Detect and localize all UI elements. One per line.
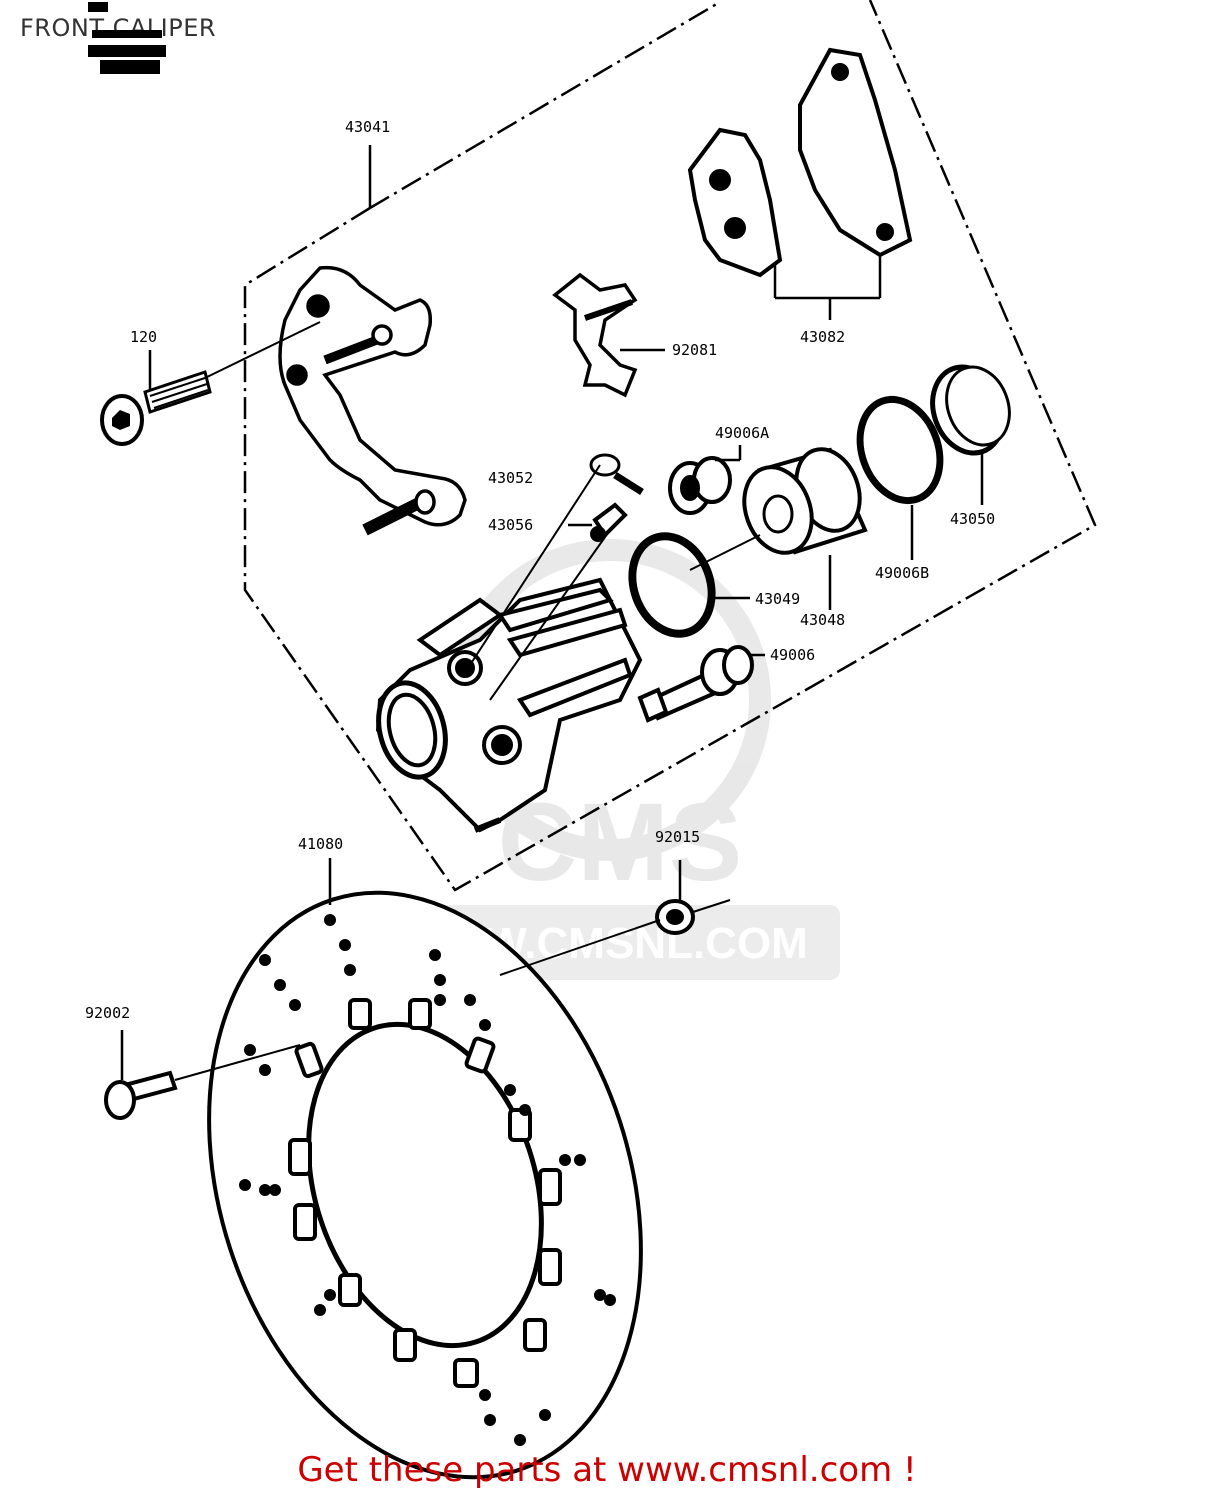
part-label-43041: 43041: [345, 118, 390, 136]
part-label-49006b: 49006B: [875, 564, 929, 582]
part-label-49006a: 49006A: [715, 424, 769, 442]
brake-pads-43082: [687, 47, 913, 278]
piston-seal-43049: [628, 532, 716, 638]
bleeder-valve-43056: [590, 502, 628, 542]
dust-seal-49006b: [856, 395, 944, 505]
part-labels: 43041 120 92081 43082 49006A 43052 43056…: [85, 118, 995, 1022]
footer-promo-link[interactable]: Get these parts at www.cmsnl.com !: [297, 1450, 917, 1490]
part-label-92081: 92081: [672, 341, 717, 359]
part-label-43056: 43056: [488, 516, 533, 534]
top-fragment: [88, 2, 166, 74]
piston-43048: [742, 447, 868, 555]
part-label-120: 120: [130, 328, 157, 346]
part-label-43050: 43050: [950, 510, 995, 528]
boot-49006a: [668, 456, 732, 515]
nut-92015: [655, 899, 695, 935]
assembly-outline: [243, 0, 1097, 892]
part-label-92015: 92015: [655, 828, 700, 846]
brake-disc-41080: [207, 890, 643, 1480]
caliper-bracket: [278, 265, 467, 536]
caliper-body: [375, 577, 643, 833]
part-label-92002: 92002: [85, 1004, 130, 1022]
part-label-41080: 41080: [298, 835, 343, 853]
part-label-43082: 43082: [800, 328, 845, 346]
slide-pin-49006: [637, 645, 754, 723]
part-label-43048: 43048: [800, 611, 845, 629]
watermark-logo: CMS: [498, 781, 742, 904]
part-label-43049: 43049: [755, 590, 800, 608]
pad-spring-92081: [552, 272, 638, 398]
part-label-43052: 43052: [488, 469, 533, 487]
bolt-120: [100, 370, 212, 446]
bleeder-cap-43052: [589, 453, 644, 495]
part-label-49006: 49006: [770, 646, 815, 664]
disc-bolt-92002: [104, 1070, 178, 1120]
